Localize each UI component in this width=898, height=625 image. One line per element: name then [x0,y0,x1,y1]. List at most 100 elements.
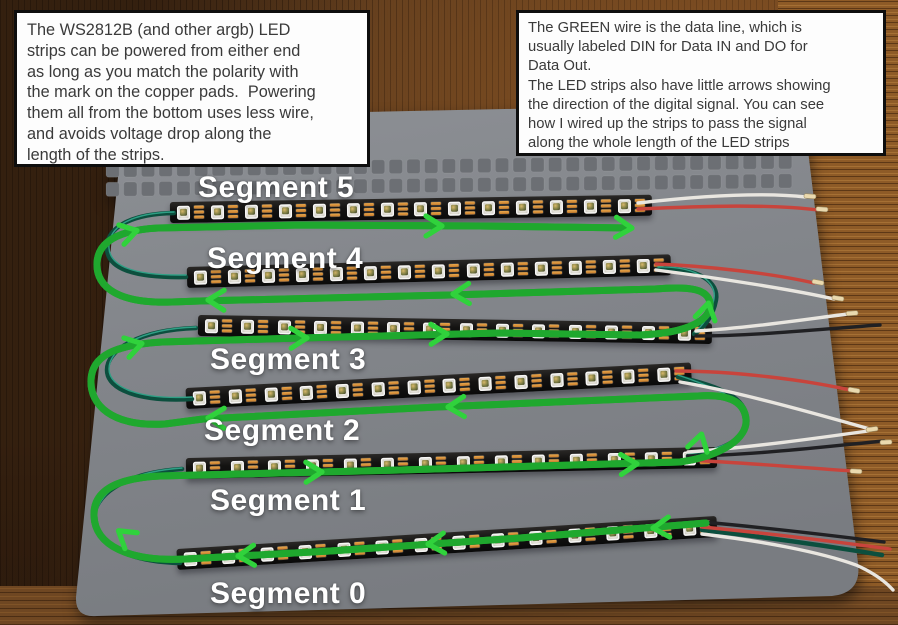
led-cell [585,370,614,386]
copper-pads [469,534,480,548]
led-chip [500,261,514,277]
segment-0-label: Segment 0 [210,577,367,610]
led-chip [375,539,390,555]
led-cell [413,536,442,552]
led-chip [604,324,619,340]
led-chip [260,546,275,562]
copper-pads [329,203,340,217]
data-line-note: The GREEN wire is the data line, which i… [516,10,886,156]
led-cell [602,259,630,274]
copper-pads [624,452,635,466]
led-cell [381,457,409,472]
led-cell [278,203,306,218]
led-cell [514,374,542,389]
copper-pads [473,456,484,469]
led-cell [176,205,205,220]
copper-pads [499,201,510,214]
copper-pads [517,262,528,276]
led-cell [549,199,578,214]
led-chip [176,205,191,220]
led-chip [569,453,583,468]
copper-pads [398,457,409,471]
led-cell [516,200,544,215]
copper-pads [638,368,649,382]
led-cell [567,527,596,543]
led-chip [380,202,394,217]
led-cell [398,264,426,279]
led-cell [549,372,578,388]
led-cell [277,319,305,334]
copper-pads [699,451,710,464]
copper-pads [245,388,256,402]
led-chip [381,457,395,472]
led-chip [335,383,350,398]
led-chip [228,388,243,404]
led-cell [478,375,507,391]
led-cell [204,318,233,333]
led-cell [607,452,635,467]
copper-pads [476,323,487,337]
led-chip [490,532,505,548]
segment-4-label: Segment 4 [207,242,364,275]
led-cell [221,548,250,564]
led-chip [230,460,244,475]
copper-pads [277,546,289,560]
copper-pads [551,261,562,275]
copper-pads [258,320,269,333]
copper-pads [495,376,507,390]
copper-pads [352,383,364,397]
led-cell [192,461,221,476]
led-cell [583,199,612,214]
led-cell [418,456,447,471]
copper-pads [658,326,669,340]
copper-pads [619,259,630,273]
copper-pads [699,520,711,534]
led-cell [568,324,596,339]
led-cell [335,383,364,398]
led-cell [682,450,710,466]
copper-pads [483,263,494,276]
copper-pads [423,379,435,393]
copper-pads [392,539,404,553]
led-cell [230,460,258,475]
led-cell [210,204,239,219]
led-chip [314,320,328,335]
led-cell [568,260,596,275]
copper-pads [403,322,414,336]
copper-pads [440,323,451,336]
copper-pads [315,544,327,558]
copper-pads [397,202,408,216]
led-cell [448,201,476,216]
led-chip [299,385,314,400]
led-cell [241,319,269,334]
copper-pads [430,537,442,551]
led-cell [528,529,557,545]
copper-pads [694,327,705,340]
led-chip [514,374,528,389]
copper-pads [511,455,522,468]
led-chip [677,326,691,341]
led-cell [569,453,597,468]
led-cell [459,322,487,337]
segment-3-label: Segment 3 [210,343,367,376]
led-cell [406,379,435,395]
led-chip [494,454,508,470]
copper-pads [567,200,578,213]
copper-pads [600,199,612,213]
led-cell [414,201,442,216]
led-cell [380,202,408,217]
led-chip [268,459,282,474]
led-cell [604,324,633,340]
led-chip [413,537,428,552]
copper-pads [388,381,399,395]
led-chip [448,201,462,216]
copper-pads [546,530,557,544]
copper-pads [367,321,378,335]
led-cell [490,532,519,548]
led-chip [682,450,696,466]
led-chip [398,264,412,279]
led-chip [531,453,546,469]
led-chip [534,261,548,276]
copper-pads [653,258,664,272]
